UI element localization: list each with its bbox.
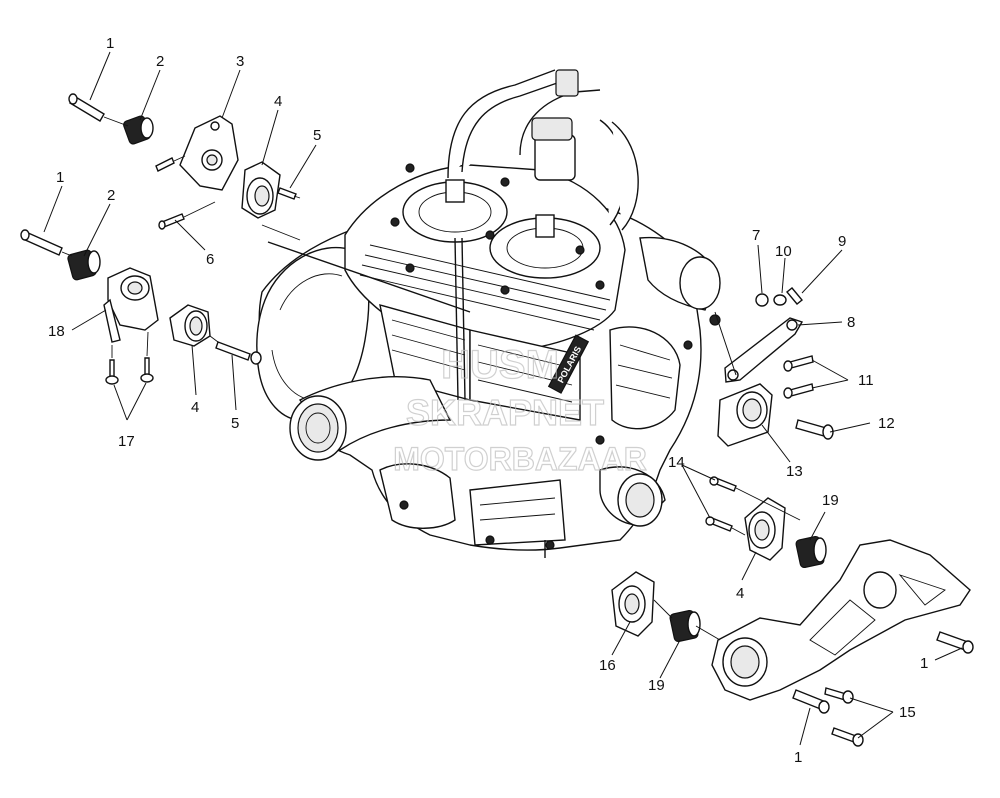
callout-1: 1	[106, 35, 114, 52]
watermark: HUSM SKRAPNET MOTORBAZAAR	[393, 342, 648, 477]
callout-8: 8	[847, 314, 855, 331]
callout-1: 1	[794, 749, 802, 766]
callout-11: 11	[858, 372, 874, 389]
callout-4: 4	[736, 585, 744, 602]
callout-6: 6	[206, 251, 214, 268]
svg-text:SKRAPNET: SKRAPNET	[406, 392, 604, 433]
callout-9: 9	[838, 233, 846, 250]
callout-14: 14	[668, 454, 685, 471]
callout-2: 2	[107, 187, 115, 204]
parts-mid-left	[20, 229, 262, 385]
callout-4: 4	[274, 93, 282, 110]
callout-18: 18	[48, 323, 65, 340]
callout-3: 3	[236, 53, 244, 70]
callout-1: 1	[920, 655, 928, 672]
callout-17: 17	[118, 433, 135, 450]
callout-12: 12	[878, 415, 895, 432]
svg-text:MOTORBAZAAR: MOTORBAZAAR	[393, 441, 647, 477]
callout-4: 4	[191, 399, 199, 416]
callout-1: 1	[56, 169, 64, 186]
callout-5: 5	[313, 127, 321, 144]
svg-text:HUSM: HUSM	[441, 343, 559, 387]
callout-7: 7	[752, 227, 760, 244]
callout-labels: 1 2 3 4 5 6 1 2 18 4 5 17 7 10 9 8 11 12…	[48, 35, 928, 766]
parts-upper-left	[68, 93, 301, 241]
callout-19: 19	[648, 677, 665, 694]
callout-15: 15	[899, 704, 916, 721]
callout-10: 10	[775, 243, 792, 260]
callout-13: 13	[786, 463, 803, 480]
engine-assembly: POLARIS	[256, 69, 721, 558]
callout-19: 19	[822, 492, 839, 509]
parts-right	[611, 287, 974, 747]
leader-lines	[43, 51, 963, 746]
callout-5: 5	[231, 415, 239, 432]
callout-16: 16	[599, 657, 616, 674]
callout-2: 2	[156, 53, 164, 70]
